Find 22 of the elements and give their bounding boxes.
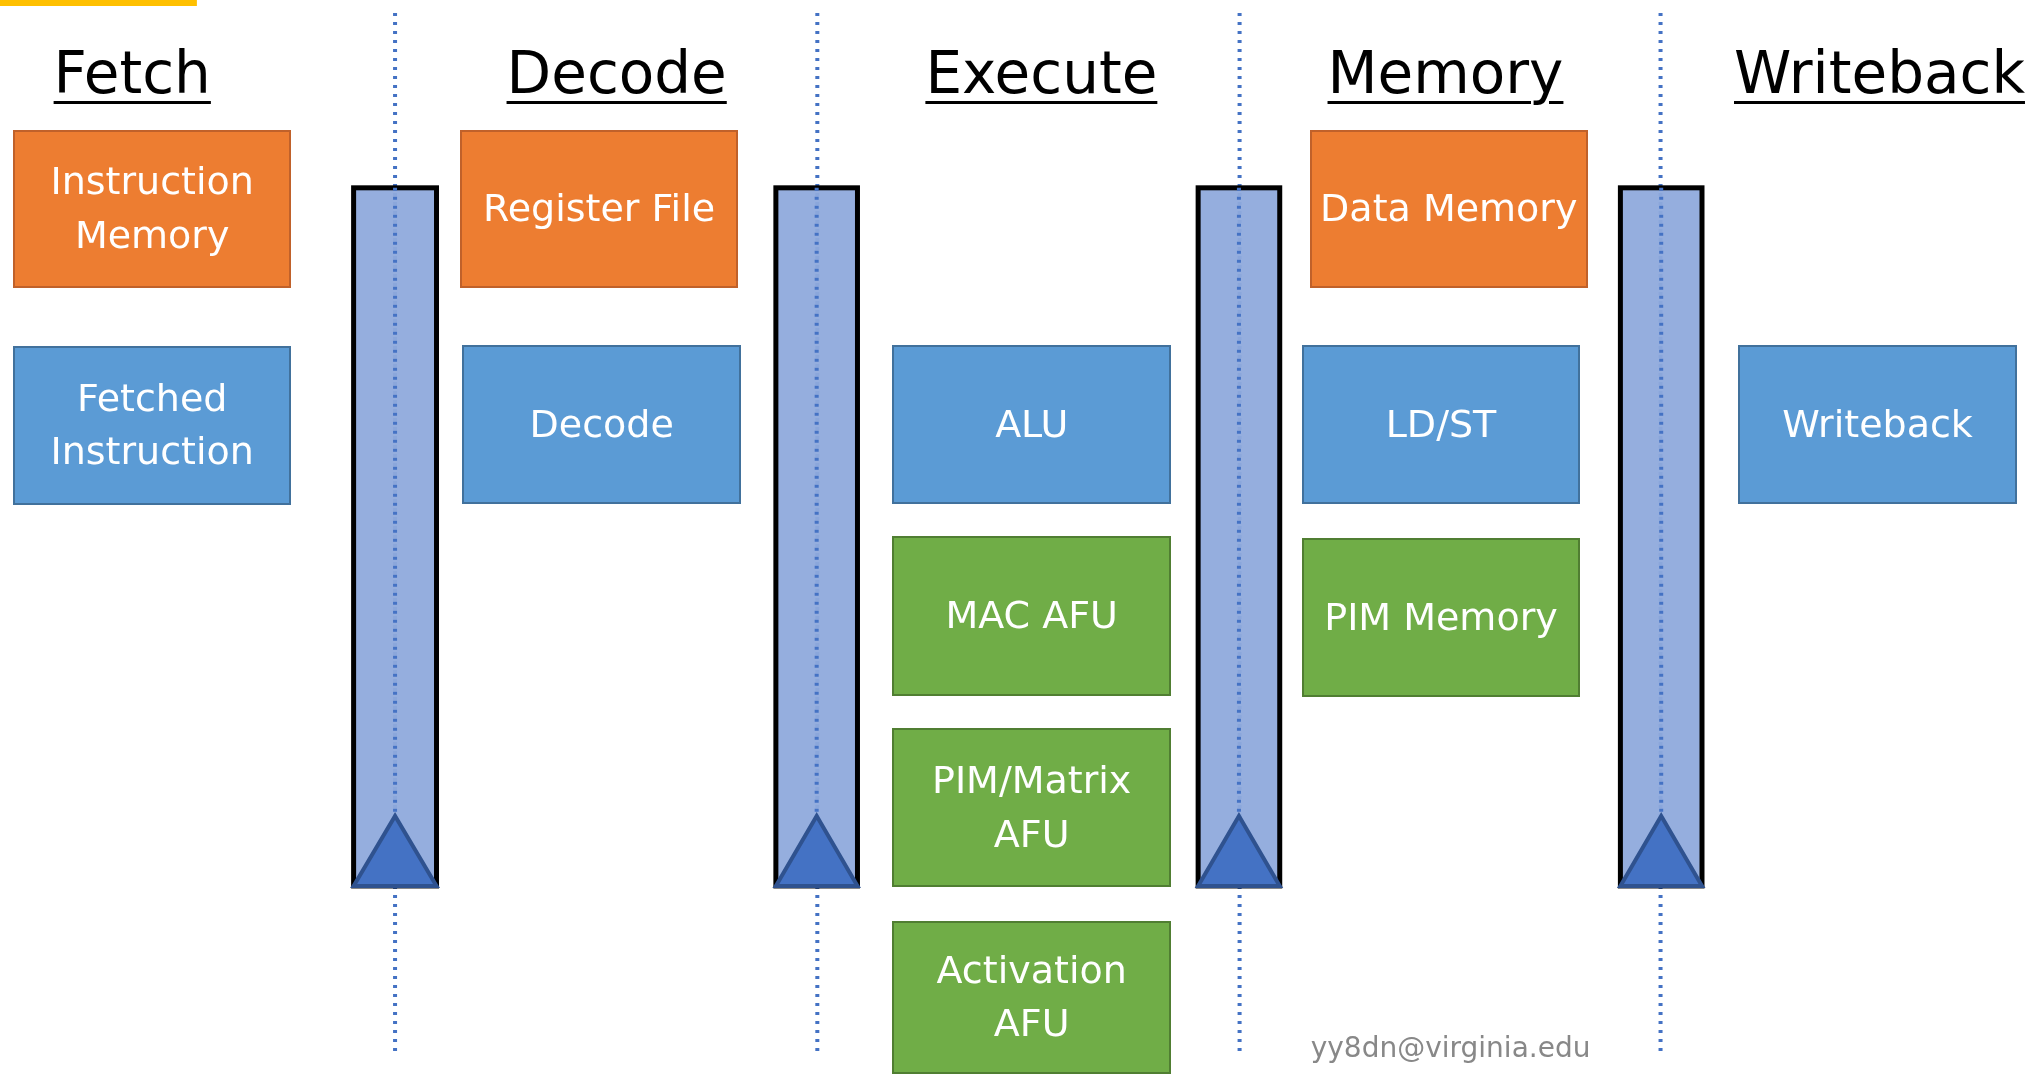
pipeline-register bbox=[772, 185, 861, 889]
stage-unit-box: MAC AFU bbox=[892, 536, 1171, 696]
stage-unit-box: PIM/Matrix AFU bbox=[892, 727, 1171, 888]
stage-unit-box: Writeback bbox=[1738, 344, 2017, 504]
stage-unit-box: Activation AFU bbox=[892, 920, 1171, 1074]
stage-heading: Writeback bbox=[1734, 38, 2025, 107]
stage-unit-box: Fetched Instruction bbox=[12, 345, 292, 506]
stage-unit-box: ALU bbox=[892, 344, 1171, 504]
stage-unit-box: PIM Memory bbox=[1301, 537, 1581, 697]
stage-unit-box: Decode bbox=[462, 344, 741, 504]
stage-unit-box: LD/ST bbox=[1301, 344, 1581, 504]
stage-heading: Decode bbox=[506, 38, 727, 107]
pipeline-register bbox=[1194, 185, 1284, 889]
pipeline-register bbox=[350, 185, 440, 889]
stage-unit-box: Register File bbox=[459, 129, 739, 288]
stage-heading: Execute bbox=[925, 38, 1158, 107]
stage-unit-box: Data Memory bbox=[1309, 129, 1588, 288]
stage-unit-box: Instruction Memory bbox=[12, 129, 292, 288]
author-email: yy8dn@virginia.edu bbox=[1310, 1031, 1591, 1065]
stage-heading: Fetch bbox=[53, 38, 211, 107]
pipeline-register bbox=[1616, 185, 1706, 889]
stage-heading: Memory bbox=[1327, 38, 1564, 107]
